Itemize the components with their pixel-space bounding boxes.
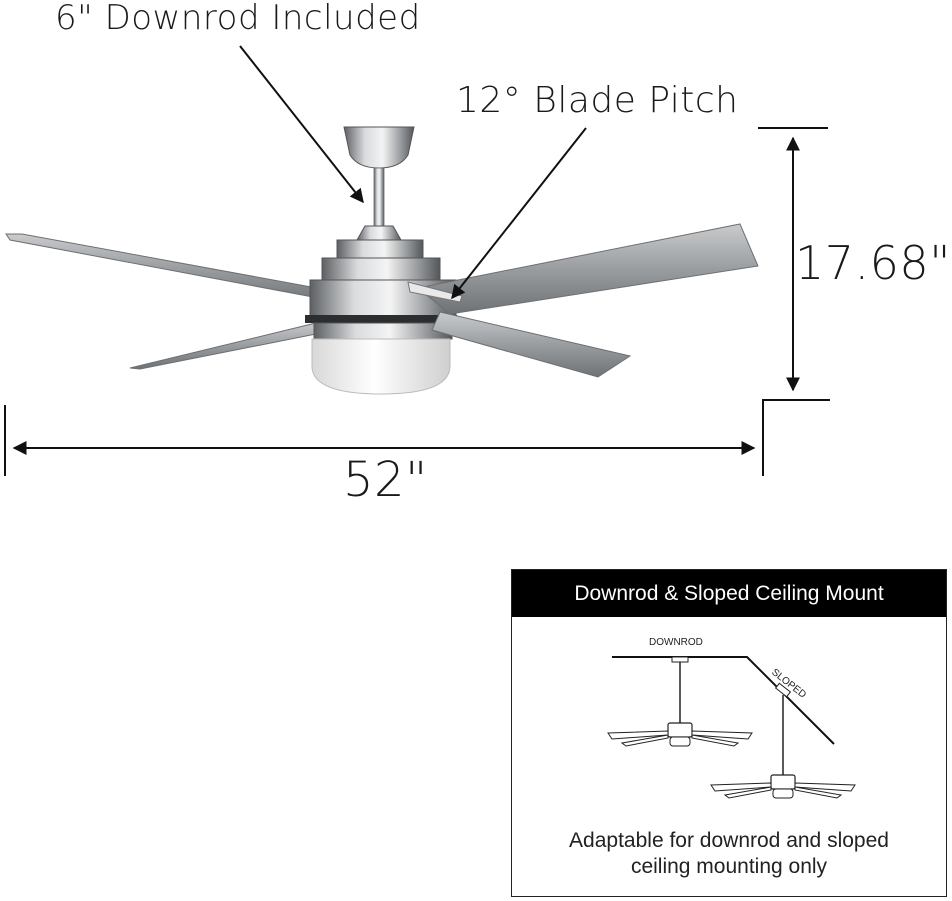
fan-motor-lower xyxy=(313,322,453,340)
downrod-fan-blade-right-2 xyxy=(691,734,740,747)
fan-motor-dark-band xyxy=(305,315,457,323)
pitch-callout-arrow xyxy=(451,127,587,300)
downrod-callout-label: 6" Downrod Included xyxy=(55,0,421,38)
sloped-fan-blade-right-2 xyxy=(794,786,843,799)
fan-downrod xyxy=(373,167,385,227)
downrod-fan-blade-right xyxy=(691,730,753,740)
sloped-fan-blade-right xyxy=(794,782,856,792)
width-dimension-label: 52" xyxy=(343,452,428,508)
downrod-fan-canopy xyxy=(671,656,689,663)
fan-light-globe xyxy=(311,338,451,395)
sloped-fan-motor xyxy=(770,774,796,790)
height-dimension-label: 17.68" xyxy=(795,236,951,290)
fan-blade-pitch-bracket xyxy=(407,281,463,303)
fan-motor-top xyxy=(356,225,402,241)
ceiling-fan-diagram xyxy=(4,45,830,476)
height-bottom-tick xyxy=(762,399,830,476)
downrod-mount-label: DOWNROD xyxy=(649,637,703,648)
sloped-fan-blade-left-2 xyxy=(723,786,772,799)
blade-pitch-callout-label: 12° Blade Pitch xyxy=(456,80,739,121)
sloped-fan-canopy xyxy=(774,682,792,698)
mount-info-panel: Downrod & Sloped Ceiling Mount DOWNROD S… xyxy=(511,569,947,897)
fan-blade-left-top xyxy=(5,233,356,305)
fan-blade-left-bottom xyxy=(129,321,327,370)
fan-motor-ring-1 xyxy=(336,239,424,259)
sloped-fan-light xyxy=(772,788,794,799)
mount-panel-title: Downrod & Sloped Ceiling Mount xyxy=(512,570,946,617)
downrod-fan-light xyxy=(669,736,691,747)
mount-illustration xyxy=(607,656,856,799)
mount-caption: Adaptable for downrod and sloped ceiling… xyxy=(512,828,946,880)
downrod-fan-blade-left-2 xyxy=(620,734,669,747)
fan-blade-right-top xyxy=(416,223,759,315)
fan-motor-ring-2 xyxy=(321,257,441,281)
ceiling-line xyxy=(612,656,835,745)
mount-caption-line-1: Adaptable for downrod and sloped xyxy=(569,829,889,852)
fan-blade-right-bottom xyxy=(431,311,632,378)
mount-caption-line-2: ceiling mounting only xyxy=(630,855,828,878)
fan-canopy xyxy=(343,126,415,169)
downrod-fan-motor xyxy=(667,722,693,738)
downrod-callout-arrow xyxy=(239,45,364,204)
